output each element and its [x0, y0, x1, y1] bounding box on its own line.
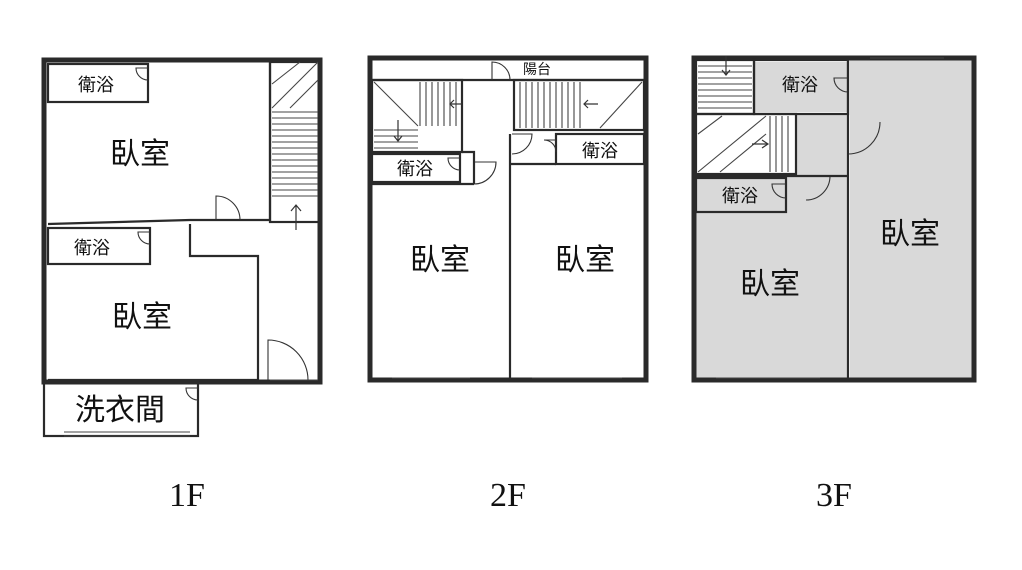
f1-stair [268, 60, 322, 224]
f2-bedroom-left-label: 臥室 [410, 243, 470, 278]
f3-bath-top-label: 衛浴 [782, 75, 818, 96]
f1-bath-top-label: 衛浴 [78, 75, 114, 96]
floor-1f-label: 1F [169, 477, 205, 514]
f1-bedroom-top-label: 臥室 [110, 137, 170, 172]
f2-bedroom-right-label: 臥室 [555, 243, 615, 278]
f1-laundry-label: 洗衣間 [75, 393, 165, 428]
f3-bedroom-right-fill [850, 58, 972, 378]
floor-3f-label: 3F [816, 477, 852, 514]
f2-bath-right-label: 衛浴 [582, 141, 618, 162]
f2-balcony-label: 陽台 [523, 62, 551, 78]
f1-bedroom-bottom-label: 臥室 [112, 300, 172, 335]
f3-bath-mid-label: 衛浴 [722, 186, 758, 207]
f1-bath-top-wall [46, 62, 150, 104]
f1-bath-mid-wall [46, 226, 152, 266]
f2-outer-wall [367, 55, 649, 383]
f1-bath-mid-label: 衛浴 [74, 238, 110, 259]
f3-bedroom-left-label: 臥室 [740, 267, 800, 302]
floor-3f-plan: 衛浴 衛浴 臥室 臥室 3F [691, 55, 977, 514]
f3-outer-wall [691, 55, 977, 383]
floor-2f-plan: 陽台 衛浴 衛浴 臥室 臥室 2F [367, 55, 649, 514]
floor-2f-label: 2F [490, 477, 526, 514]
f2-bath-left-label: 衛浴 [397, 159, 433, 180]
floor-1f-plan: 衛浴 臥室 衛浴 臥室 洗衣間 1F [41, 57, 323, 514]
f3-bedroom-right-label: 臥室 [880, 217, 940, 252]
